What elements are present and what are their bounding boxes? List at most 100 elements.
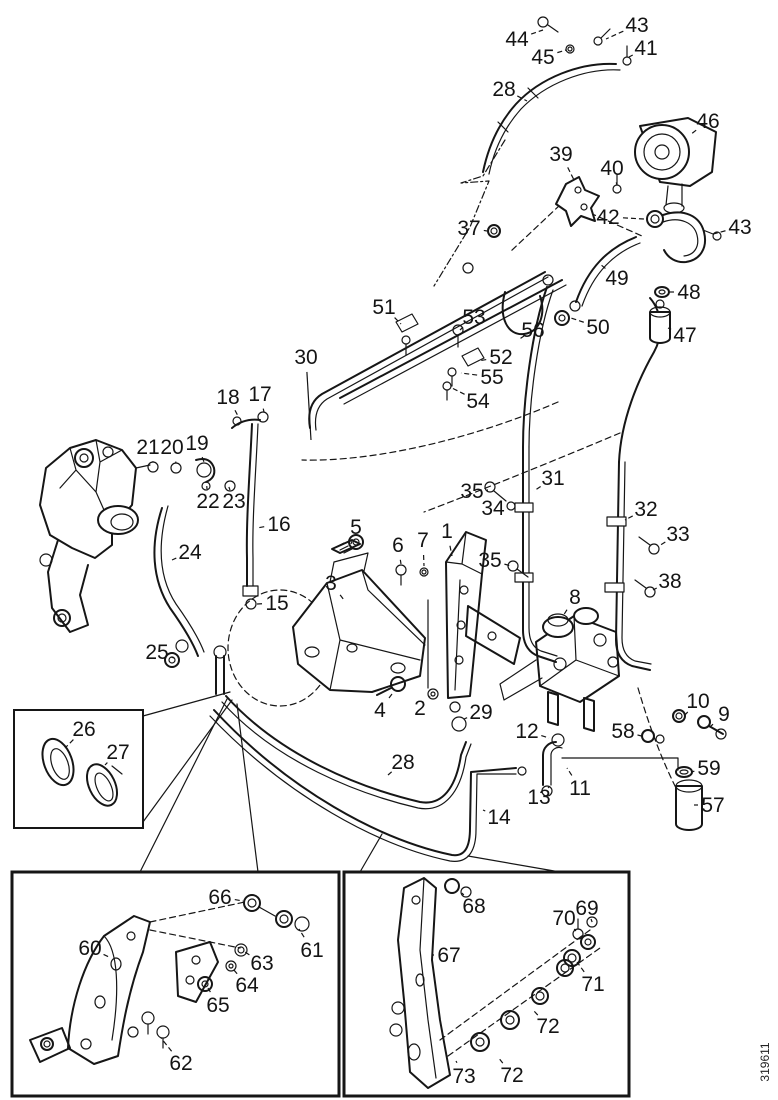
callout-73: 73 [452, 1065, 475, 1088]
callout-1: 1 [441, 520, 453, 543]
callout-62: 62 [169, 1052, 192, 1075]
callout-50: 50 [586, 316, 609, 339]
callout-53: 53 [462, 306, 485, 329]
leader-62 [160, 1037, 173, 1052]
leader-28 [387, 771, 393, 776]
leader-25 [170, 656, 175, 659]
callout-9: 9 [718, 703, 730, 726]
callout-41: 41 [634, 37, 657, 60]
leader-44 [530, 29, 544, 35]
callout-40: 40 [600, 157, 623, 180]
seal-detail-art [41, 737, 123, 807]
leader-14 [482, 809, 486, 812]
callout-57: 57 [701, 794, 724, 817]
leader-1 [449, 545, 453, 557]
leader-26 [65, 739, 74, 748]
leader-49 [599, 263, 606, 269]
steering-gear [39, 439, 151, 633]
callout-4: 4 [374, 699, 386, 722]
leader-46 [689, 129, 697, 136]
leader-24 [171, 557, 177, 561]
leader-38 [652, 587, 658, 591]
callout-30: 30 [294, 346, 317, 369]
inset-boxes [10, 691, 631, 1098]
callout-38: 38 [658, 570, 681, 593]
callout-52: 52 [489, 346, 512, 369]
leader-23 [228, 486, 231, 491]
leader-16 [256, 526, 265, 529]
callout-21: 21 [136, 436, 159, 459]
callout-28: 28 [492, 78, 515, 101]
callout-60: 60 [78, 937, 101, 960]
callout-28: 28 [391, 751, 414, 774]
leader-71 [576, 961, 585, 973]
leader-6 [399, 559, 402, 565]
callout-29: 29 [469, 701, 492, 724]
callout-18: 18 [216, 386, 239, 409]
callout-16: 16 [267, 513, 290, 536]
callout-39: 39 [549, 143, 572, 166]
leader-27 [104, 762, 108, 766]
callout-27: 27 [106, 741, 129, 764]
leader-61 [298, 928, 305, 938]
leader-35 [504, 563, 512, 567]
callout-15: 15 [265, 592, 288, 615]
left-bracket-detail-art [29, 894, 310, 1065]
leader-69 [590, 918, 593, 923]
leader-12 [541, 734, 550, 739]
leader-11 [566, 767, 573, 776]
callout-23: 23 [222, 490, 245, 513]
callout-72: 72 [536, 1015, 559, 1038]
leader-4 [388, 693, 393, 699]
callout-2: 2 [414, 697, 426, 720]
callout-45: 45 [531, 46, 554, 69]
leader-3 [339, 594, 345, 601]
leader-37 [483, 229, 488, 232]
leader-60 [103, 953, 110, 958]
leader-56 [520, 335, 525, 339]
callout-72: 72 [500, 1064, 523, 1087]
leader-8 [562, 609, 568, 617]
callout-44: 44 [505, 28, 529, 51]
leader-32 [624, 515, 633, 521]
leader-72 [533, 1010, 539, 1016]
callout-20: 20 [160, 436, 183, 459]
callout-11: 11 [569, 777, 591, 800]
leader-40 [615, 182, 618, 186]
callout-43: 43 [728, 216, 751, 239]
leader-51 [394, 317, 402, 325]
small-hardware-centre [331, 534, 439, 700]
leader-55 [460, 372, 478, 376]
callout-32: 32 [634, 498, 657, 521]
leader-17 [262, 408, 265, 413]
callout-49: 49 [605, 267, 628, 290]
pump-group [482, 16, 722, 344]
callout-59: 59 [697, 757, 720, 780]
callout-70: 70 [552, 907, 575, 930]
leader-13 [547, 785, 551, 789]
leader-43 [605, 30, 624, 40]
callout-54: 54 [466, 390, 490, 413]
leader-47 [667, 327, 672, 330]
leader-19 [201, 456, 205, 463]
callout-47: 47 [673, 324, 696, 347]
leader-9 [709, 723, 714, 728]
callout-51: 51 [372, 296, 395, 319]
leader-41 [628, 54, 634, 58]
callout-22: 22 [196, 490, 219, 513]
callout-46: 46 [696, 110, 719, 133]
callout-33: 33 [666, 523, 689, 546]
callout-35: 35 [478, 549, 501, 572]
callout-6: 6 [392, 534, 404, 557]
callout-37: 37 [457, 217, 480, 240]
hose-24 [153, 505, 205, 668]
leader-50 [570, 317, 584, 323]
leader-73 [455, 1060, 458, 1064]
leader-18 [234, 409, 239, 417]
callout-31: 31 [541, 467, 564, 490]
leader-65 [207, 987, 211, 993]
right-bracket-detail-art [389, 877, 601, 1089]
callout-26: 26 [72, 718, 95, 741]
